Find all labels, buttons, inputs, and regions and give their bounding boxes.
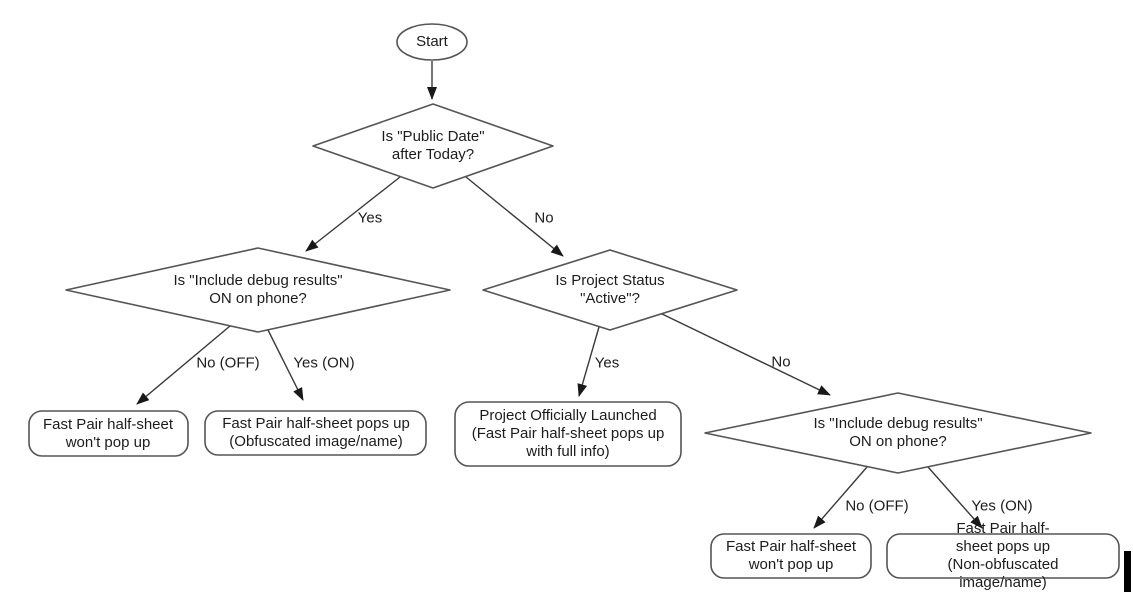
node-launched-label: Project Officially Launched (Fast Pair h… (471, 407, 665, 460)
node-no-popup-right-label: Fast Pair half-sheet won't pop up (725, 538, 857, 573)
node-obfuscated-label: Fast Pair half-sheet pops up (Obfuscated… (222, 415, 410, 450)
node-no-popup-left-label: Fast Pair half-sheet won't pop up (42, 416, 174, 451)
node-debug-right-shape (704, 392, 1092, 474)
node-no-popup-right-shape (710, 533, 872, 579)
node-debug-left-label: Is "Include debug results" ON on phone? (173, 272, 343, 307)
node-non-obfuscated-label: Fast Pair half-sheet pops up (Non-obfusc… (947, 520, 1059, 591)
edge-status-yes (577, 326, 600, 397)
edge-label-debug-left-yes: Yes (ON) (293, 354, 355, 372)
node-launched-shape (454, 401, 682, 467)
text-cursor-bar (1124, 551, 1131, 592)
node-public-date-shape (312, 103, 554, 189)
node-debug-left-shape (65, 247, 451, 333)
edge-label-public-date-yes: Yes (357, 209, 383, 227)
edge-label-debug-right-yes: Yes (ON) (971, 497, 1033, 515)
edge-public-date-yes (305, 176, 401, 252)
node-start-label: Start (416, 33, 448, 50)
edge-debug-left-no (136, 325, 231, 405)
edge-label-status-yes: Yes (594, 354, 620, 372)
node-no-popup-left-shape (28, 410, 189, 457)
edge-debug-right-yes (927, 466, 983, 529)
edge-label-status-no: No (771, 353, 791, 371)
edge-status-no (659, 312, 831, 396)
edge-debug-right-no (813, 466, 868, 529)
edge-label-debug-left-no: No (OFF) (196, 354, 260, 372)
edge-label-public-date-no: No (534, 209, 554, 227)
node-non-obfuscated-shape (886, 533, 1120, 579)
edge-label-debug-right-no: No (OFF) (845, 497, 909, 515)
node-start-shape (396, 23, 468, 61)
edge-public-date-no (465, 176, 564, 257)
node-obfuscated-shape (204, 410, 427, 456)
node-status-label: Is Project Status "Active"? (555, 272, 665, 307)
node-status-shape (482, 249, 738, 331)
node-debug-right-label: Is "Include debug results" ON on phone? (813, 415, 983, 450)
node-public-date-label: Is "Public Date" after Today? (381, 128, 485, 163)
edge-debug-left-yes (267, 329, 304, 401)
